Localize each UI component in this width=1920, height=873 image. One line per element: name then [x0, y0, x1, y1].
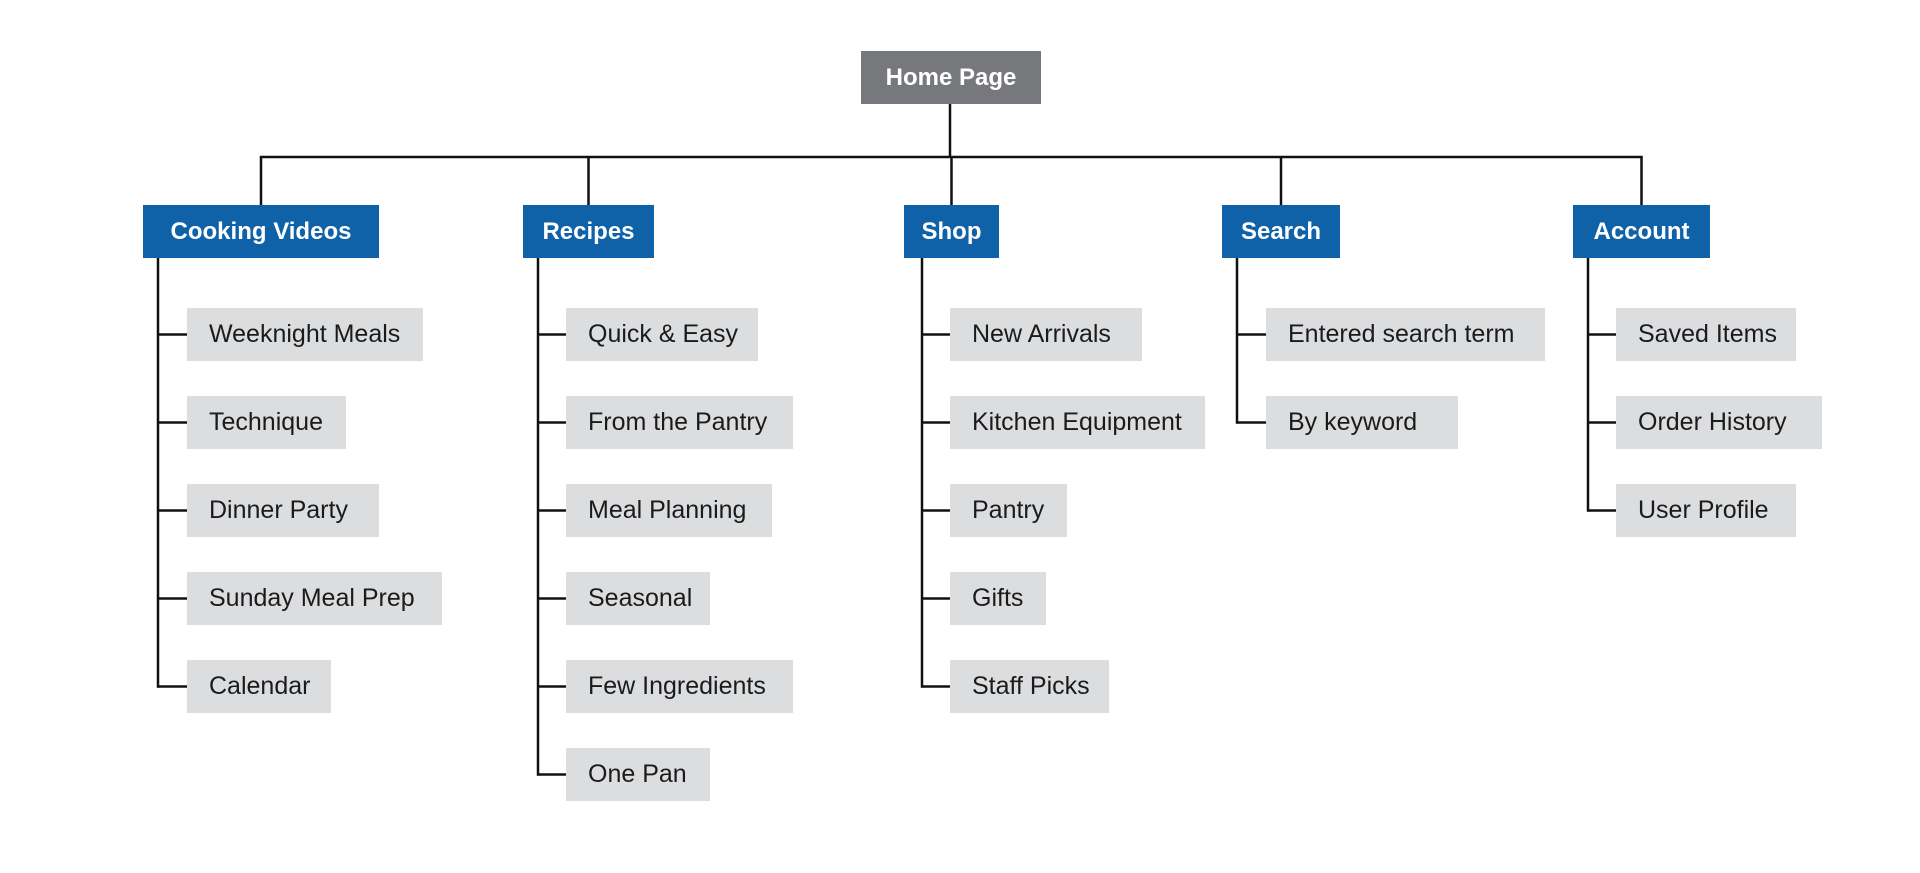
category-node-shop[interactable]: Shop [904, 205, 999, 258]
leaf-node[interactable]: Pantry [950, 484, 1067, 537]
leaf-node[interactable]: One Pan [566, 748, 710, 801]
leaf-node[interactable]: Sunday Meal Prep [187, 572, 442, 625]
leaf-node[interactable]: Order History [1616, 396, 1822, 449]
leaf-node[interactable]: By keyword [1266, 396, 1458, 449]
leaf-node[interactable]: Calendar [187, 660, 331, 713]
category-node-search[interactable]: Search [1222, 205, 1340, 258]
leaf-node[interactable]: Gifts [950, 572, 1046, 625]
category-node-recipes[interactable]: Recipes [523, 205, 654, 258]
leaf-node[interactable]: Kitchen Equipment [950, 396, 1205, 449]
leaf-node[interactable]: Seasonal [566, 572, 710, 625]
category-node-cooking-videos[interactable]: Cooking Videos [143, 205, 379, 258]
leaf-node[interactable]: Staff Picks [950, 660, 1109, 713]
leaf-node[interactable]: Saved Items [1616, 308, 1796, 361]
leaf-node[interactable]: Quick & Easy [566, 308, 758, 361]
leaf-node[interactable]: Technique [187, 396, 346, 449]
leaf-node[interactable]: Dinner Party [187, 484, 379, 537]
leaf-node[interactable]: Meal Planning [566, 484, 772, 537]
category-node-account[interactable]: Account [1573, 205, 1710, 258]
leaf-node[interactable]: From the Pantry [566, 396, 793, 449]
leaf-node[interactable]: User Profile [1616, 484, 1796, 537]
leaf-node[interactable]: Few Ingredients [566, 660, 793, 713]
leaf-node[interactable]: Weeknight Meals [187, 308, 423, 361]
leaf-node[interactable]: New Arrivals [950, 308, 1142, 361]
leaf-node[interactable]: Entered search term [1266, 308, 1545, 361]
home-page-node[interactable]: Home Page [861, 51, 1041, 104]
